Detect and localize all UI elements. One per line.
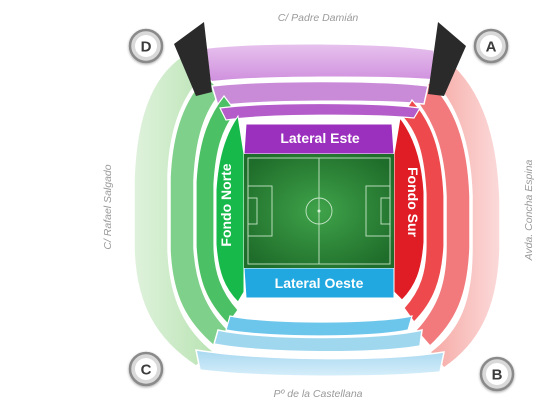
corner-c-badge[interactable]: C bbox=[128, 351, 164, 387]
street-west-label: C/ Rafael Salgado bbox=[102, 164, 114, 249]
lateral-oeste-upper-tier[interactable] bbox=[195, 349, 445, 378]
fondo-norte-tribune[interactable] bbox=[215, 114, 245, 303]
corner-d-letter: D bbox=[141, 39, 152, 56]
corner-b-badge[interactable]: B bbox=[479, 356, 515, 392]
corner-c-letter: C bbox=[141, 362, 152, 379]
lateral-oeste-middle-tier[interactable] bbox=[213, 329, 423, 353]
outer-ring bbox=[133, 42, 501, 378]
fondo-norte-label: Fondo Norte bbox=[218, 163, 234, 246]
fondo-sur-middle-tier[interactable] bbox=[412, 80, 471, 348]
lateral-oeste-lower-tier-outer[interactable] bbox=[225, 315, 413, 337]
street-south-label: Pº de la Castellana bbox=[273, 388, 362, 400]
middle-ring bbox=[169, 74, 471, 353]
lateral-oeste-label: Lateral Oeste bbox=[275, 275, 364, 291]
main-tribunes bbox=[215, 114, 425, 303]
lateral-este-upper-tier[interactable] bbox=[205, 42, 437, 83]
corner-a-badge[interactable]: A bbox=[473, 28, 509, 64]
fondo-norte-upper-tier[interactable] bbox=[133, 55, 216, 367]
lateral-este-middle-tier[interactable] bbox=[211, 80, 429, 107]
football-pitch bbox=[244, 154, 394, 268]
lateral-este-label: Lateral Este bbox=[280, 130, 360, 146]
street-north-label: C/ Padre Damián bbox=[278, 12, 359, 24]
corner-b-letter: B bbox=[492, 367, 503, 384]
tower-top-left bbox=[174, 22, 212, 96]
lateral-este-lower-tier-outer[interactable] bbox=[219, 102, 421, 121]
corner-a-letter: A bbox=[486, 39, 497, 56]
corner-d-badge[interactable]: D bbox=[128, 28, 164, 64]
fondo-sur-lower-tier-outer[interactable] bbox=[401, 99, 445, 323]
fondo-norte-middle-tier[interactable] bbox=[169, 74, 230, 348]
tower-top-right bbox=[428, 22, 466, 96]
fondo-sur-label: Fondo Sur bbox=[405, 167, 421, 238]
inner-ring bbox=[195, 95, 445, 337]
street-east-label: Avda. Concha Espina bbox=[523, 159, 535, 261]
fondo-sur-tribune[interactable] bbox=[393, 116, 425, 301]
